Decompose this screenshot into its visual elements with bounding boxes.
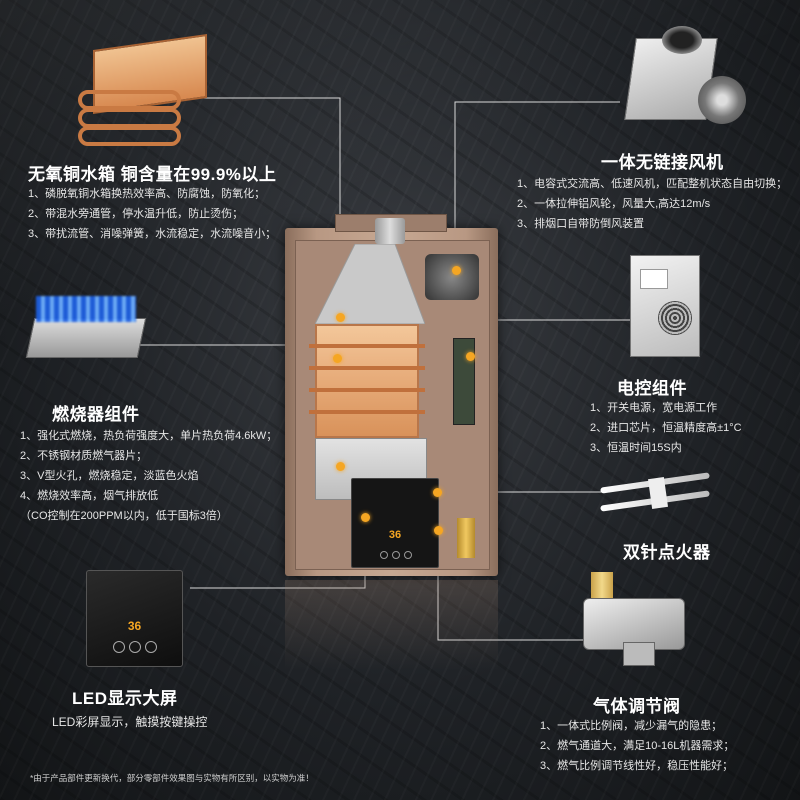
control-box-image bbox=[630, 255, 700, 360]
valve-line-3: 3、燃气比例调节线性好，稳压性能好； bbox=[540, 760, 734, 772]
flue-pipe bbox=[375, 218, 405, 244]
control-title: 电控组件 bbox=[617, 379, 687, 398]
valve-desc: 1、一体式比例阀，减少漏气的隐患； 2、燃气通道大，满足10-16L机器需求； … bbox=[540, 716, 734, 776]
copper-title: 无氧铜水箱 铜含量在99.9%以上 bbox=[28, 165, 277, 184]
fan-motor bbox=[425, 254, 479, 300]
hotspot-igniter bbox=[433, 488, 442, 497]
hotspot-control bbox=[466, 352, 475, 361]
fan-hood bbox=[315, 244, 425, 324]
control-line-2: 2、进口芯片，恒温精度高±1°C bbox=[590, 422, 742, 434]
copper-line-2: 2、带混水旁通管，停水温升低，防止烫伤； bbox=[28, 208, 244, 220]
copper-tank-image bbox=[78, 30, 213, 146]
fan-title: 一体无链接风机 bbox=[601, 153, 724, 172]
hotspot-display bbox=[361, 513, 370, 522]
valve-line-2: 2、燃气通道大，满足10-16L机器需求； bbox=[540, 740, 735, 752]
copper-line-1: 1、磷脱氧铜水箱换热效率高、防腐蚀，防氧化； bbox=[28, 188, 266, 200]
valve-line-1: 1、一体式比例阀，减少漏气的隐患； bbox=[540, 720, 723, 732]
valve-title: 气体调节阀 bbox=[593, 697, 681, 716]
display-panel-image: 36 bbox=[86, 570, 183, 667]
display-image-readout: 36 bbox=[127, 619, 142, 633]
display-title: LED显示大屏 bbox=[72, 689, 178, 708]
fan-line-1: 1、电容式交流高、低速风机，匹配整机状态自由切换； bbox=[517, 178, 788, 190]
heater-display-panel: 36 bbox=[351, 478, 439, 568]
hotspot-burner bbox=[333, 354, 342, 363]
control-line-3: 3、恒温时间15S内 bbox=[590, 442, 682, 454]
burner-desc: 1、强化式燃烧，热负荷强度大，单片热负荷4.6kW； 2、不锈钢材质燃气器片； … bbox=[20, 426, 277, 526]
control-desc: 1、开关电源，宽电源工作 2、进口芯片，恒温精度高±1°C 3、恒温时间15S内 bbox=[590, 398, 742, 458]
control-line-1: 1、开关电源，宽电源工作 bbox=[590, 402, 718, 414]
hotspot-fan bbox=[452, 266, 461, 275]
display-desc: LED彩屏显示，触摸按键操控 bbox=[52, 712, 207, 732]
callout-line-fan bbox=[454, 101, 620, 270]
burner-line-2: 2、不锈钢材质燃气器片； bbox=[20, 450, 148, 462]
burner-line-4: 4、燃烧效率高，烟气排放低 bbox=[20, 490, 159, 502]
gas-valve-image bbox=[583, 572, 688, 667]
burner-line-5: （CO控制在200PPM以内，低于国标3倍） bbox=[20, 510, 228, 522]
copper-heat-exchanger bbox=[309, 324, 425, 438]
heater-display-readout: 36 bbox=[388, 529, 402, 541]
copper-desc: 1、磷脱氧铜水箱换热效率高、防腐蚀，防氧化； 2、带混水旁通管，停水温升低，防止… bbox=[28, 184, 276, 244]
display-line-1: LED彩屏显示，触摸按键操控 bbox=[52, 715, 208, 729]
burner-line-3: 3、V型火孔，燃烧稳定，淡蓝色火焰 bbox=[20, 470, 199, 482]
burner-image bbox=[25, 290, 147, 360]
heater-reflection bbox=[285, 580, 498, 670]
hotspot-heater-body bbox=[336, 462, 345, 471]
burner-line-1: 1、强化式燃烧，热负荷强度大，单片热负荷4.6kW； bbox=[20, 430, 278, 442]
gas-valve-fitting bbox=[457, 518, 475, 558]
fan-line-2: 2、一体拉伸铝风轮，风量大,高达12m/s bbox=[517, 198, 711, 210]
control-module bbox=[453, 338, 475, 425]
water-heater-unit: 36 bbox=[285, 214, 498, 576]
copper-line-3: 3、带扰流管、消噪弹簧，水流稳定，水流噪音小； bbox=[28, 228, 277, 240]
burner-title: 燃烧器组件 bbox=[52, 405, 140, 424]
hotspot-copper bbox=[336, 313, 345, 322]
footnote: *由于产品部件更新换代，部分零部件效果图与实物有所区别，以实物为准！ bbox=[30, 773, 314, 783]
igniter-title: 双针点火器 bbox=[623, 543, 711, 562]
fan-line-3: 3、排烟口自带防倒风装置 bbox=[517, 218, 645, 230]
fan-image bbox=[620, 18, 750, 133]
fan-desc: 1、电容式交流高、低速风机，匹配整机状态自由切换； 2、一体拉伸铝风轮，风量大,… bbox=[517, 174, 787, 234]
igniter-image bbox=[600, 470, 720, 525]
hotspot-valve bbox=[434, 526, 443, 535]
